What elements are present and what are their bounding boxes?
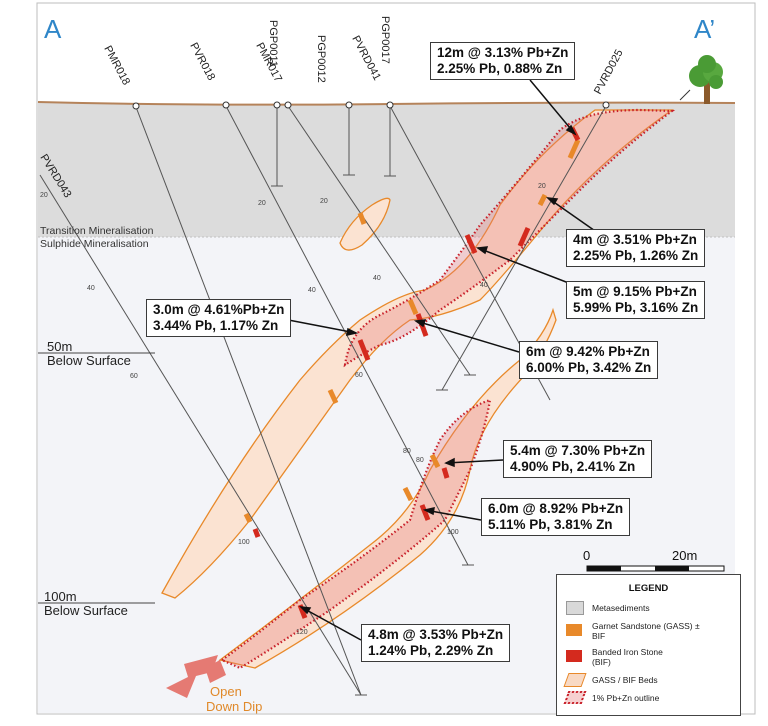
depth-marker-value: 100m — [44, 589, 77, 604]
open-dip-line1: Open — [210, 684, 242, 699]
hole-label-pgp0012: PGP0012 — [315, 35, 327, 83]
legend-item-beds: GASS / BIF Beds — [563, 673, 736, 695]
legend-item-label: Metasediments — [592, 603, 650, 613]
intercept-split: 4.90% Pb, 2.41% Zn — [510, 459, 636, 474]
intercept-callout: 5m @ 9.15% Pb+Zn 5.99% Pb, 3.16% Zn — [566, 281, 706, 319]
intercept-split: 5.99% Pb, 3.16% Zn — [573, 300, 699, 315]
intercept-grade: 4m @ 3.51% Pb+Zn — [573, 232, 697, 247]
legend-item-outline: 1% Pb+Zn outline — [563, 691, 736, 713]
intercept-split: 1.24% Pb, 2.29% Zn — [368, 643, 494, 658]
depth-tick: 60 — [130, 373, 138, 380]
legend-title: LEGEND — [628, 583, 669, 594]
depth-marker-50m: 50m Below Surface — [47, 340, 131, 368]
intercept-callout: 4m @ 3.51% Pb+Zn 2.25% Pb, 1.26% Zn — [566, 229, 706, 267]
legend-item-label: 1% Pb+Zn outline — [592, 693, 660, 703]
intercept-grade: 6.0m @ 8.92% Pb+Zn — [488, 501, 624, 516]
depth-marker-value: 50m — [47, 339, 73, 354]
outline-swatch — [563, 691, 587, 704]
open-dip-line2: Down Dip — [206, 699, 263, 714]
section-start-label: A — [44, 14, 62, 44]
hole-label-pvrd025: PVRD025 — [592, 48, 626, 97]
depth-tick: 100 — [447, 529, 459, 536]
intercept-grade: 5m @ 9.15% Pb+Zn — [573, 284, 697, 299]
intercept-grade: 4.8m @ 3.53% Pb+Zn — [368, 627, 504, 642]
section-end-arrow — [679, 89, 691, 101]
depth-marker-text: Below Surface — [44, 603, 128, 618]
beds-swatch — [563, 673, 587, 687]
sulphide-zone-label: Sulphide Mineralisation — [40, 238, 149, 250]
depth-tick: 40 — [87, 285, 95, 292]
depth-marker-100m: 100m Below Surface — [44, 590, 128, 618]
bif-swatch — [566, 650, 582, 662]
metasediments-swatch — [566, 601, 584, 615]
intercept-callout: 6m @ 9.42% Pb+Zn 6.00% Pb, 3.42% Zn — [519, 341, 659, 379]
legend-item-bif: Banded Iron Stone (BIF) — [566, 647, 736, 669]
depth-tick: 60 — [355, 372, 363, 379]
depth-tick: 80 — [403, 448, 411, 455]
intercept-split: 2.25% Pb, 0.88% Zn — [437, 61, 563, 76]
scale-end-label: 20m — [672, 548, 698, 563]
depth-marker-text: Below Surface — [47, 353, 131, 368]
gass-swatch — [566, 624, 582, 636]
intercept-split: 6.00% Pb, 3.42% Zn — [526, 360, 652, 375]
pbzn-outline-lower — [219, 398, 492, 670]
legend-item-label: Garnet Sandstone (GASS) ± BIF — [592, 621, 700, 641]
depth-tick: 20 — [320, 198, 328, 205]
gass-bif-bed-deep — [218, 307, 557, 669]
depth-tick: 40 — [480, 282, 488, 289]
trace-pmr017 — [287, 105, 471, 376]
intercept-grade: 5.4m @ 7.30% Pb+Zn — [510, 443, 646, 458]
hole-label-pgp0011: PGP0011 — [267, 20, 279, 67]
pbzn-outline-upper — [343, 108, 676, 368]
collar-markers — [132, 101, 610, 110]
legend-item-label: Banded Iron Stone (BIF) — [592, 647, 663, 667]
intercept-grade: 6m @ 9.42% Pb+Zn — [526, 344, 650, 359]
intercept-callout: 12m @ 3.13% Pb+Zn 2.25% Pb, 0.88% Zn — [430, 42, 576, 80]
intercept-callout: 6.0m @ 8.92% Pb+Zn 5.11% Pb, 3.81% Zn — [481, 498, 631, 536]
hole-label-pvrd041: PVRD041 — [349, 34, 383, 83]
scale-start-label: 0 — [583, 548, 591, 563]
depth-tick: 40 — [373, 275, 381, 282]
open-down-dip-label: Open Down Dip — [206, 684, 262, 714]
legend-item-label: GASS / BIF Beds — [592, 675, 658, 685]
scale-bar — [586, 565, 725, 572]
legend-item-metasediments: Metasediments — [566, 601, 736, 623]
depth-tick: 80 — [416, 457, 424, 464]
hole-label-pmr018: PMR018 — [101, 44, 132, 87]
drillhole-end-caps — [271, 174, 476, 696]
depth-tick: 20 — [538, 183, 546, 190]
intercept-split: 2.25% Pb, 1.26% Zn — [573, 248, 699, 263]
intercept-grade: 12m @ 3.13% Pb+Zn — [437, 45, 569, 60]
hole-label-pvr018: PVR018 — [187, 41, 217, 83]
intercept-callout: 3.0m @ 4.61%Pb+Zn 3.44% Pb, 1.17% Zn — [146, 299, 292, 337]
gass-intercepts — [243, 138, 581, 524]
depth-tick: 20 — [40, 192, 48, 199]
tree-icon — [689, 55, 723, 104]
intercept-callout: 5.4m @ 7.30% Pb+Zn 4.90% Pb, 2.41% Zn — [503, 440, 653, 478]
transition-zone-label: Transition Mineralisation — [40, 225, 154, 237]
hole-label-pgp0017: PGP0017 — [379, 16, 391, 64]
intercept-callout: 4.8m @ 3.53% Pb+Zn 1.24% Pb, 2.29% Zn — [361, 624, 511, 662]
open-down-dip-arrow — [166, 655, 218, 698]
legend: LEGEND Metasediments Garnet Sandstone (G… — [556, 574, 741, 716]
intercept-grade: 3.0m @ 4.61%Pb+Zn — [153, 302, 285, 317]
legend-item-gass: Garnet Sandstone (GASS) ± BIF — [566, 621, 736, 643]
trace-pmr018 — [135, 106, 362, 696]
diagram-frame — [36, 2, 756, 715]
trace-pvrd025 — [441, 105, 607, 391]
depth-tick: 40 — [308, 287, 316, 294]
intercept-split: 3.44% Pb, 1.17% Zn — [153, 318, 279, 333]
depth-tick-labels: 20 40 60 20 40 60 80 100 100 20 40 40 60… — [40, 183, 546, 636]
section-end-label: A’ — [694, 14, 716, 44]
depth-tick: 120 — [296, 629, 308, 636]
depth-tick: 100 — [238, 539, 250, 546]
gass-bif-bed-lower — [161, 109, 675, 599]
intercept-split: 5.11% Pb, 3.81% Zn — [488, 517, 613, 532]
depth-tick: 20 — [258, 200, 266, 207]
